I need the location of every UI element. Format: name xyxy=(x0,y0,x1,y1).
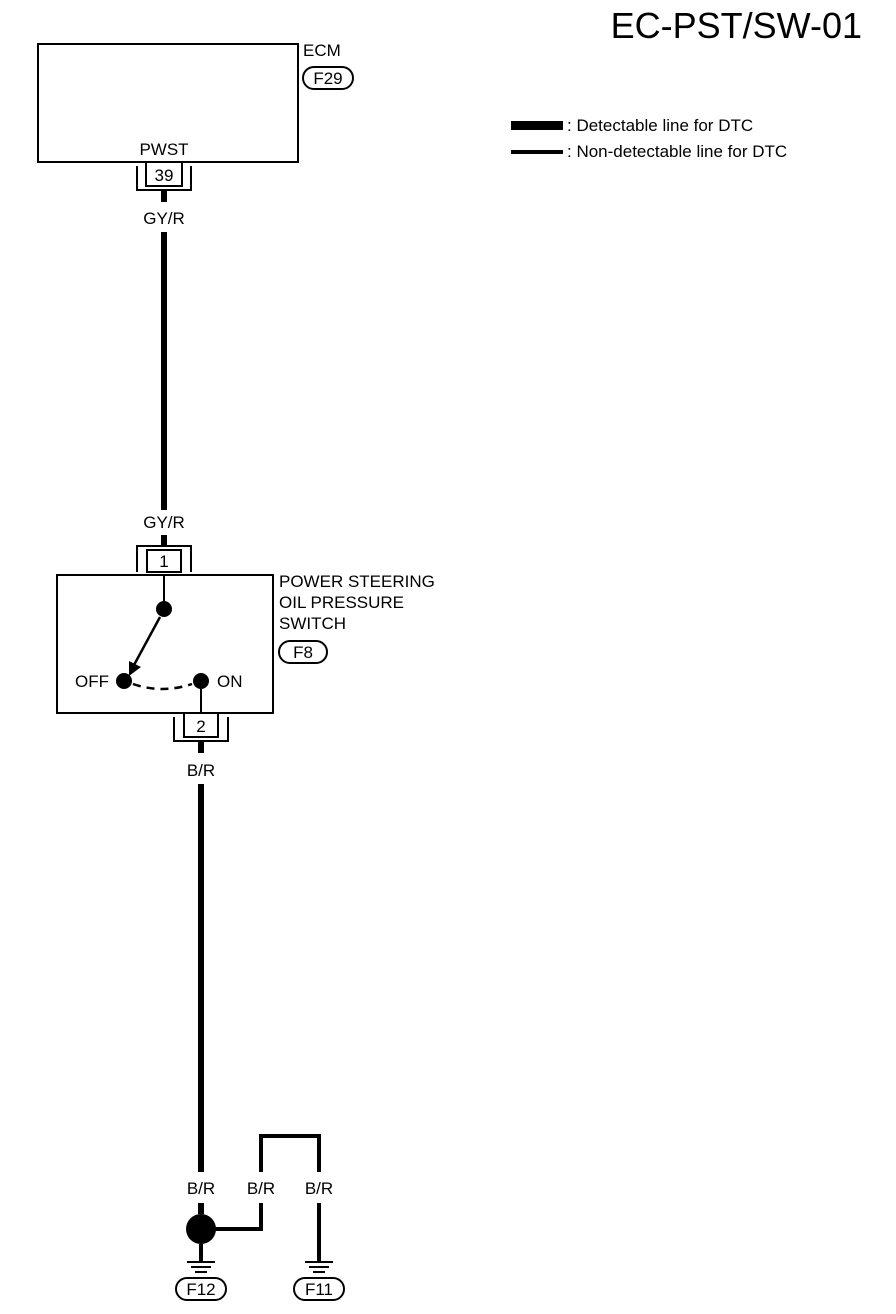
diagram-title: EC-PST/SW-01 xyxy=(611,5,862,46)
ground-symbol-left xyxy=(187,1261,215,1273)
ground-connector-right-label: F11 xyxy=(305,1280,333,1299)
ecm-unit: ECM F29 PWST xyxy=(37,41,354,163)
switch-connector-badge xyxy=(278,640,328,664)
ecm-terminal-number: 39 xyxy=(155,166,174,185)
switch-arm-arrowhead xyxy=(129,661,141,676)
ground-symbol-right xyxy=(305,1261,333,1273)
legend-non-detectable-text: : Non-detectable line for DTC xyxy=(567,142,787,161)
wire-color-gy-r-bottom: GY/R xyxy=(143,513,185,532)
switch-terminal-1: 1 xyxy=(136,545,192,573)
legend-non-detectable-swatch xyxy=(511,150,563,154)
ecm-connector-label: F29 xyxy=(313,69,342,88)
legend: : Detectable line for DTC : Non-detectab… xyxy=(511,116,787,161)
switch-pivot-dot xyxy=(156,601,172,617)
splice-dot xyxy=(186,1214,216,1244)
switch-terminal-2: 2 xyxy=(173,712,229,742)
ground-connector-right-badge xyxy=(293,1277,345,1301)
wire-color-b-r-ground-left: B/R xyxy=(187,1179,215,1198)
ground-connector-left-label: F12 xyxy=(186,1280,215,1299)
legend-detectable-text: : Detectable line for DTC xyxy=(567,116,753,135)
legend-detectable-swatch xyxy=(511,121,563,130)
wire-color-b-r-ground-mid: B/R xyxy=(247,1179,275,1198)
ecm-terminal-39: 39 xyxy=(136,161,192,191)
switch-name-line3: SWITCH xyxy=(279,614,346,633)
ground-connector-left-badge xyxy=(175,1277,227,1301)
ecm-name: ECM xyxy=(303,41,341,60)
ecm-connector-badge xyxy=(302,66,354,90)
switch-off-contact xyxy=(116,673,132,689)
switch-terminal-in-number: 1 xyxy=(159,552,168,571)
power-steering-switch: POWER STEERING OIL PRESSURE SWITCH F8 OF… xyxy=(56,572,435,714)
switch-name-line2: OIL PRESSURE xyxy=(279,593,404,612)
switch-on-label: ON xyxy=(217,672,243,691)
switch-name-line1: POWER STEERING xyxy=(279,572,435,591)
switch-connector-label: F8 xyxy=(293,643,313,662)
wire-color-gy-r-top: GY/R xyxy=(143,209,185,228)
switch-terminal-out-number: 2 xyxy=(196,717,205,736)
switch-arm xyxy=(132,616,162,666)
switch-linkage-dashed xyxy=(132,682,193,691)
wire-color-b-r-switch: B/R xyxy=(187,761,215,780)
switch-off-label: OFF xyxy=(75,672,109,691)
wire-color-b-r-ground-right: B/R xyxy=(305,1179,333,1198)
ecm-terminal-name: PWST xyxy=(139,140,188,159)
ground-splice-wire xyxy=(215,1203,263,1231)
switch-on-contact xyxy=(193,673,209,689)
ground-bridge-wire xyxy=(259,1134,321,1172)
